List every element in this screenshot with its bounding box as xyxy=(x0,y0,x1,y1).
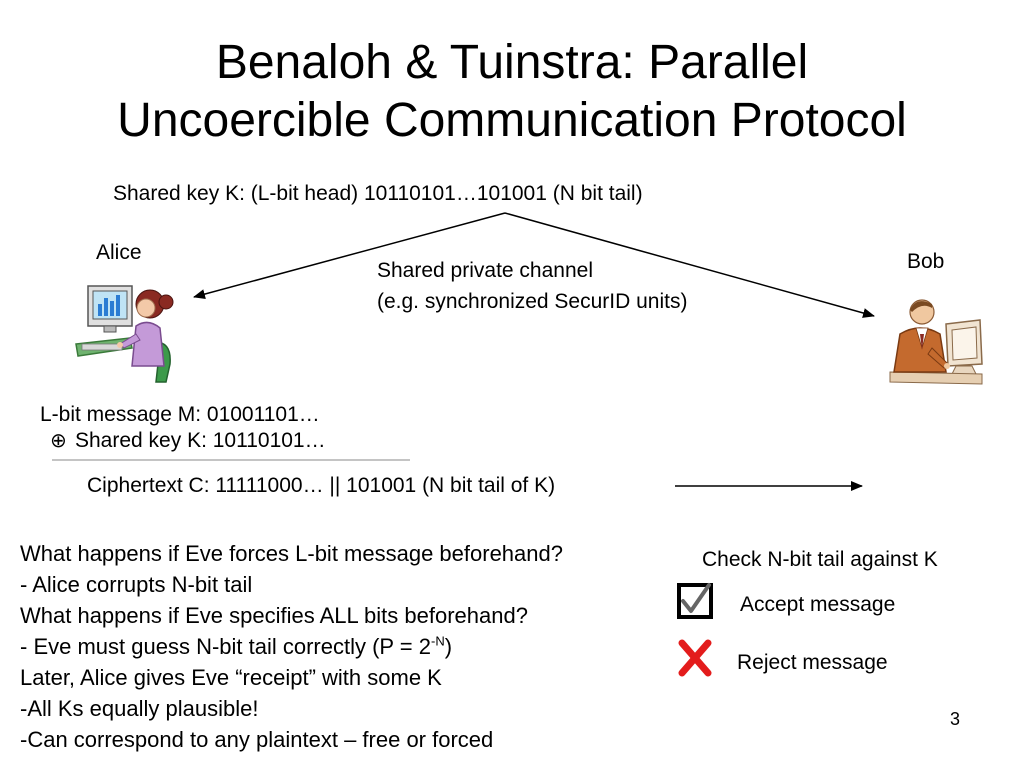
red-x-icon xyxy=(678,639,712,677)
xor-operator-icon: ⊕ xyxy=(50,428,67,452)
checkbox-checked-icon xyxy=(677,583,713,619)
answer-1: - Alice corrupts N-bit tail xyxy=(20,572,253,597)
accept-message-label: Accept message xyxy=(740,593,896,616)
slide-title: Benaloh & Tuinstra: Parallel Uncoercible… xyxy=(0,34,1024,150)
answer-2-exponent: -N xyxy=(431,633,445,649)
question-2: What happens if Eve specifies ALL bits b… xyxy=(20,603,528,628)
receipt-line: Later, Alice gives Eve “receipt” with so… xyxy=(20,665,442,690)
channel-line-1: Shared private channel xyxy=(377,259,593,282)
answer-2: - Eve must guess N-bit tail correctly (P… xyxy=(20,631,563,662)
answer-2-close: ) xyxy=(444,634,453,659)
check-heading: Check N-bit tail against K xyxy=(702,548,938,571)
plaintext-line: -Can correspond to any plaintext – free … xyxy=(20,727,494,752)
reject-message-label: Reject message xyxy=(737,651,888,674)
woman-at-computer-icon xyxy=(75,285,174,383)
man-at-computer-icon xyxy=(889,299,983,385)
channel-line-2: (e.g. synchronized SecurID units) xyxy=(377,290,688,313)
answer-2-text: - Eve must guess N-bit tail correctly (P… xyxy=(20,634,432,659)
ciphertext-label: Ciphertext C: 11111000… || 101001 (N bit… xyxy=(87,474,556,497)
slide-title-line-1: Benaloh & Tuinstra: Parallel xyxy=(215,36,809,89)
message-m-label: L-bit message M: 01001101… xyxy=(40,403,320,426)
slide-title-line-2: Uncoercible Communication Protocol xyxy=(117,94,907,147)
discussion-text: What happens if Eve forces L-bit message… xyxy=(20,538,563,755)
alice-label: Alice xyxy=(96,241,142,264)
shared-key-label: Shared key K: (L-bit head) 10110101…1010… xyxy=(113,182,643,205)
key-k-label: Shared key K: 10110101… xyxy=(75,429,326,452)
page-number: 3 xyxy=(950,709,961,729)
arrow-to-alice xyxy=(193,212,506,299)
question-1: What happens if Eve forces L-bit message… xyxy=(20,541,563,566)
arrow-to-bob xyxy=(504,212,875,318)
bob-label: Bob xyxy=(907,250,945,273)
plausible-line: -All Ks equally plausible! xyxy=(20,696,259,721)
